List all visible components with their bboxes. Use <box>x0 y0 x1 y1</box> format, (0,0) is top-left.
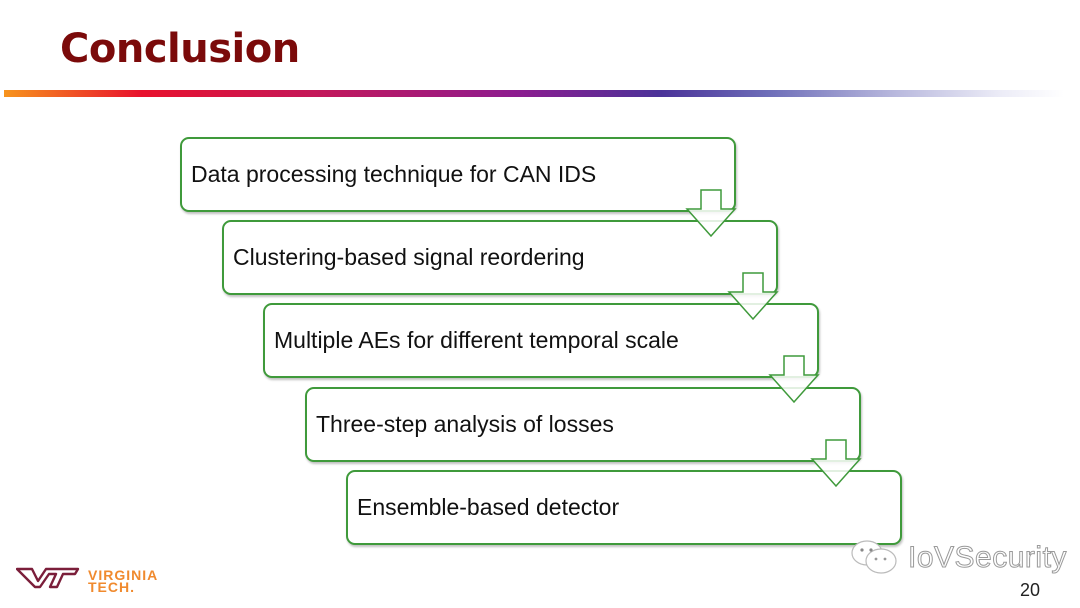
logo-line-2: TECH. <box>88 579 135 595</box>
flow-step-label: Data processing technique for CAN IDS <box>191 161 597 187</box>
watermark-text: IoVSecurity <box>908 541 1067 575</box>
down-arrow-icon <box>685 189 737 238</box>
down-arrow-icon <box>768 355 820 404</box>
flow-step-label: Multiple AEs for different temporal scal… <box>274 327 679 353</box>
flow-step: Data processing technique for CAN IDS <box>180 137 736 212</box>
flow-step: Multiple AEs for different temporal scal… <box>263 303 819 378</box>
down-arrow-icon <box>727 272 779 321</box>
title-divider <box>4 90 1064 97</box>
flow-step: Three-step analysis of losses <box>305 387 861 462</box>
watermark: IoVSecurity <box>850 538 1067 578</box>
down-arrow-icon <box>810 439 862 488</box>
flow-step: Ensemble-based detector <box>346 470 902 545</box>
flow-step-label: Three-step analysis of losses <box>316 411 614 437</box>
flow-step: Clustering-based signal reordering <box>222 220 778 295</box>
flow-step-label: Ensemble-based detector <box>357 494 620 520</box>
logo-line-1: VIRGINIA <box>88 567 159 583</box>
wechat-icon <box>851 540 897 574</box>
slide-title: Conclusion <box>60 26 300 72</box>
vt-logo-mark-icon <box>16 567 80 589</box>
page-number: 20 <box>1020 580 1041 600</box>
logo-wordmark: VIRGINIA TECH. <box>88 567 159 595</box>
flow-step-label: Clustering-based signal reordering <box>233 244 585 270</box>
